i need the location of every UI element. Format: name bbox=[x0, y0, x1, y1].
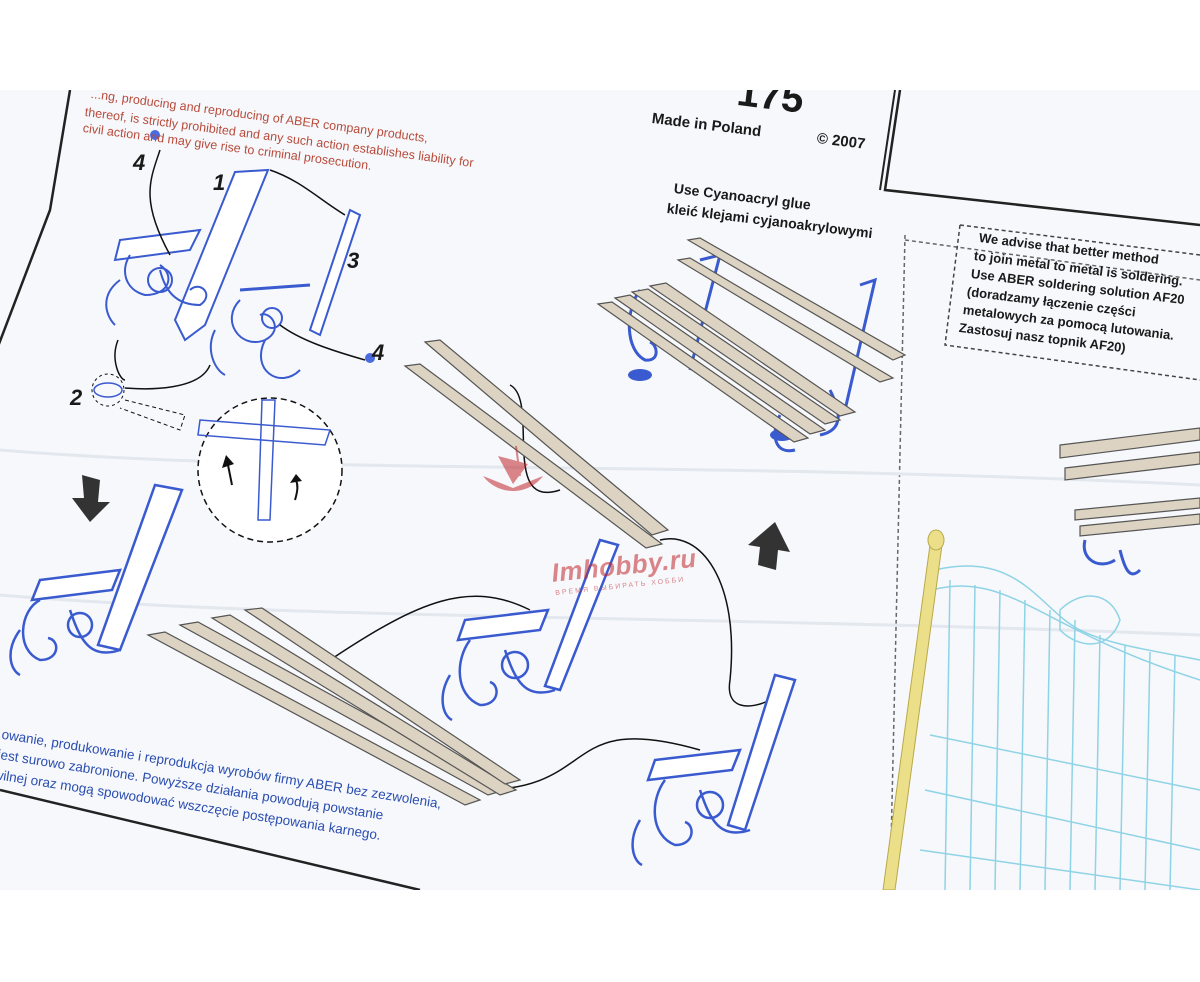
title-box-edge bbox=[879, 90, 896, 191]
assembled-bench bbox=[596, 237, 907, 453]
bench-end-bottom bbox=[631, 673, 797, 867]
small-part bbox=[150, 130, 160, 140]
frame-left-edge bbox=[0, 90, 72, 345]
gate-illustration bbox=[919, 565, 1200, 890]
floating-slats bbox=[403, 339, 670, 549]
bench-end-exploded bbox=[105, 168, 362, 380]
small-part bbox=[365, 353, 375, 363]
down-arrow bbox=[72, 475, 110, 522]
bench-end-left bbox=[9, 483, 184, 677]
step-number-2: 2 bbox=[70, 385, 83, 410]
foot-part bbox=[93, 382, 123, 398]
callout-lines bbox=[114, 149, 771, 791]
frame-right-edge bbox=[883, 90, 1200, 227]
detail-circle bbox=[197, 397, 343, 543]
step-number-4-top: 4 bbox=[133, 150, 146, 175]
bench-partial-right bbox=[1059, 427, 1200, 576]
loose-slats bbox=[146, 607, 522, 806]
gate-pole bbox=[882, 529, 945, 890]
step-number-1: 1 bbox=[213, 170, 226, 195]
panel-divider-top bbox=[904, 239, 1200, 281]
advice-box bbox=[944, 224, 1200, 381]
step-number-4-right: 4 bbox=[372, 340, 385, 365]
zoom-arrow bbox=[119, 399, 186, 431]
watermark-logo bbox=[483, 445, 543, 491]
instruction-sheet: ...ng, producing and reproducing of ABER… bbox=[0, 90, 1200, 890]
instruction-illustration bbox=[0, 90, 1200, 890]
up-arrow bbox=[748, 522, 790, 570]
step-number-3: 3 bbox=[347, 248, 360, 273]
frame-bottom-edge bbox=[0, 788, 421, 890]
bench-end-middle bbox=[441, 538, 620, 722]
